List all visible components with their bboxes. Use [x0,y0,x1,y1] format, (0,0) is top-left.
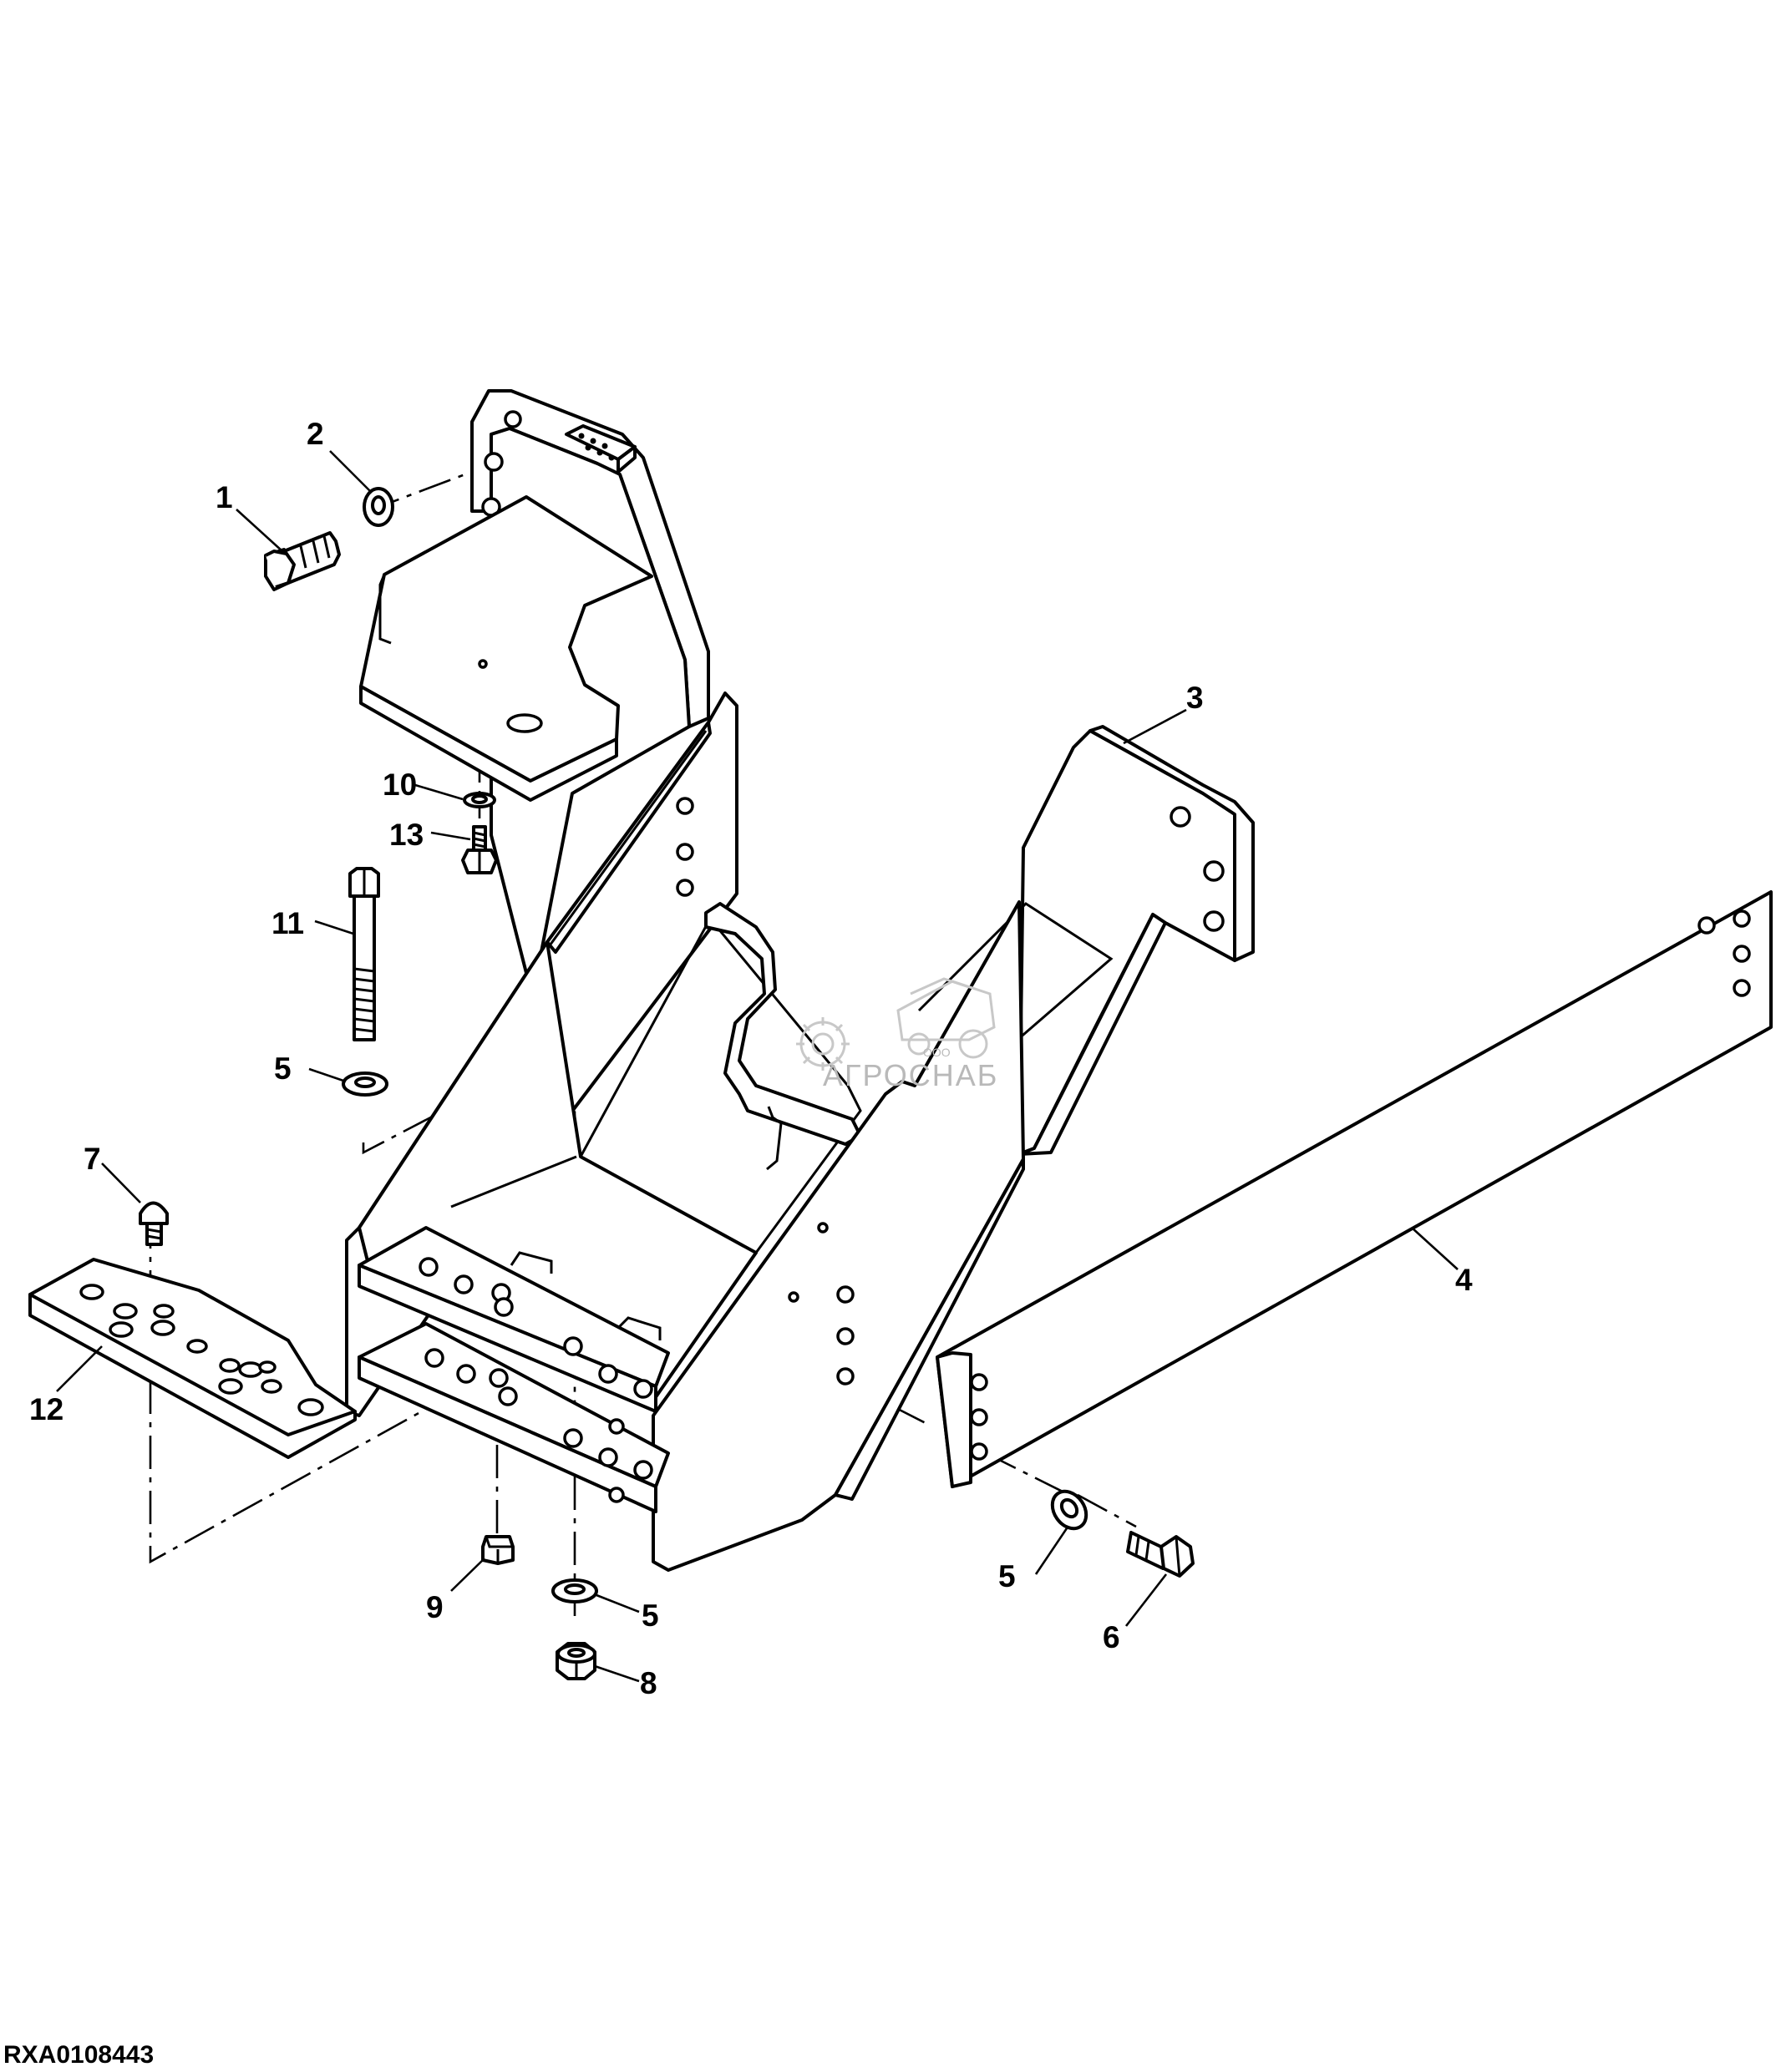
callout-leaders [56,450,1459,1683]
callout-5-upper: 5 [274,1051,292,1086]
callout-3: 3 [1186,681,1204,715]
watermark-logo: ООО АГРОСНАБ [796,977,998,1092]
callout-1: 1 [216,480,233,514]
callout-5-bottom: 5 [642,1598,659,1633]
carriage-bolt-item-7 [139,1201,169,1246]
callout-9: 9 [426,1590,444,1624]
figure-id: RXA0108443 [3,2041,154,2069]
washer-item-10 [463,792,496,808]
foot-plate-item-12 [28,1258,357,1459]
callout-13: 13 [389,818,424,852]
callout-11: 11 [271,906,304,940]
harvester-icon [896,977,996,1059]
washer-item-5-right [1050,1489,1088,1531]
callout-labels: 1 2 3 4 5 5 5 6 7 8 9 10 11 12 13 [29,417,1473,1700]
right-arm-part [917,725,1255,1156]
bolt-item-13 [461,825,498,874]
nut-item-9 [481,1535,515,1565]
watermark-brand: АГРОСНАБ [823,1058,998,1092]
gear-icon [796,1017,850,1071]
callout-12: 12 [29,1392,63,1426]
main-frame-part [345,389,1025,1572]
upper-mount-plate-part [359,495,653,802]
watermark-company-form: ООО [923,1046,951,1059]
callout-5-right: 5 [998,1559,1016,1593]
callout-4: 4 [1455,1263,1473,1297]
bolt-item-6 [1126,1531,1195,1578]
washer-item-2 [363,487,394,527]
callout-6: 6 [1103,1620,1120,1654]
nut-item-8 [556,1642,596,1680]
callout-8: 8 [640,1666,657,1700]
bolt-item-1 [264,531,341,591]
long-bolt-item-11 [348,867,380,1041]
washer-item-5-upper [342,1071,388,1097]
washer-item-5-bottom [551,1578,598,1603]
callout-7: 7 [84,1142,101,1176]
callout-10: 10 [383,768,417,802]
callout-2: 2 [307,417,324,451]
cross-bar-part [936,890,1773,1488]
